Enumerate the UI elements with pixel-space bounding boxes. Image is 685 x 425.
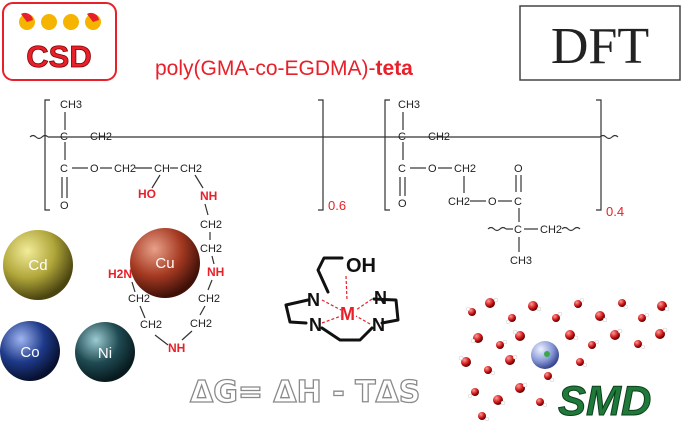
unit2-dbl-oxygen: O — [398, 198, 407, 210]
unit1-bracket-left — [44, 99, 50, 211]
unit1-bracket-right — [318, 99, 324, 211]
complex-n1: N — [307, 290, 320, 310]
unit2-ester-carbon: C — [398, 163, 406, 175]
complex-arm — [316, 256, 344, 294]
teta-nh-3: NH — [168, 341, 185, 355]
metal-ion-cd — [3, 230, 73, 300]
metal-ion-ni-label: Ni — [98, 345, 112, 362]
smd-logo: SMD — [558, 377, 651, 424]
teta-h2n: H2N — [108, 267, 132, 281]
csd-logo: CSD — [2, 2, 117, 81]
teta-ch2-1: CH2 — [200, 219, 222, 231]
dft-logo: DFT — [519, 5, 681, 81]
unit1-methyl: CH3 — [60, 99, 82, 111]
title-suffix: teta — [376, 57, 414, 80]
teta-ch2-2: CH2 — [200, 243, 222, 255]
unit2-branch-ch2: CH2 — [540, 224, 562, 236]
unit1-chain-ch: CH — [154, 163, 170, 175]
dft-logo-frame — [519, 5, 681, 81]
complex-n2: N — [309, 315, 322, 335]
coord-bond-5 — [345, 275, 348, 301]
complex-ring-bottom — [320, 326, 374, 342]
unit1-hydroxyl: HO — [138, 187, 156, 201]
unit2-oxygen: O — [428, 163, 437, 175]
metal-ion-cu — [130, 228, 200, 298]
csd-logo-dots — [19, 12, 101, 30]
coord-bond-4 — [355, 315, 371, 325]
metal-complex: OH N N N N M — [284, 255, 400, 342]
unit1-chain-ch2-1: CH2 — [114, 163, 136, 175]
dft-logo-text: DFT — [551, 18, 649, 75]
unit1-bond-oh — [151, 174, 161, 189]
gibbs-equation: ΔG= ΔH - TΔS — [190, 375, 420, 410]
unit1-dbl-oxygen: O — [60, 200, 69, 212]
complex-oh: OH — [346, 255, 376, 277]
unit2-backbone-ch2: CH2 — [428, 131, 450, 143]
unit2-ester-c: C — [514, 196, 522, 208]
unit2-wavy-branch — [487, 226, 507, 232]
metal-ions: Cd Cu Co Ni — [0, 228, 200, 382]
teta-bond-9 — [139, 305, 146, 319]
teta-bond-7 — [181, 330, 193, 341]
unit1-backbone-ch2: CH2 — [90, 131, 112, 143]
teta-bond-10 — [131, 281, 136, 293]
metal-ion-ni — [75, 322, 135, 382]
unit2-wavy-branch-right — [561, 226, 581, 232]
unit1-oxygen: O — [90, 163, 99, 175]
csd-logo-text: CSD — [26, 39, 91, 74]
teta-ch2-5: CH2 — [140, 319, 162, 331]
solvated-ion-core — [544, 351, 550, 357]
teta-bond-4 — [211, 255, 215, 265]
unit2-methyl: CH3 — [398, 99, 420, 111]
metal-ion-cd-label: Cd — [28, 257, 47, 274]
complex-ring-left — [284, 298, 310, 325]
unit2-branch-ch3: CH3 — [510, 255, 532, 267]
unit1-chain-ch2-2: CH2 — [180, 163, 202, 175]
coord-bond-2 — [321, 315, 342, 324]
water-cluster-illustration — [458, 297, 670, 422]
water-molecules — [458, 297, 670, 422]
unit1-fraction: 0.6 — [328, 198, 346, 213]
teta-nh-1: NH — [200, 189, 217, 203]
metal-ion-co-label: Co — [20, 344, 39, 361]
complex-n4: N — [372, 315, 385, 335]
teta-bond-1 — [194, 174, 204, 189]
unit2-ester-ch2-2: CH2 — [448, 196, 470, 208]
coord-bond-1 — [321, 299, 342, 311]
teta-bond-5 — [207, 279, 213, 291]
teta-nh-2: NH — [207, 265, 224, 279]
title: poly(GMA-co-EGDMA)-teta — [155, 57, 413, 80]
teta-ch2-3: CH2 — [198, 293, 220, 305]
complex-n3: N — [374, 288, 387, 308]
unit1-ester-carbon: C — [60, 163, 68, 175]
wavy-bond-right — [599, 134, 619, 140]
unit2-ester-dbl-o: O — [514, 163, 523, 175]
unit2-branch-c: C — [514, 224, 522, 236]
coord-bond-3 — [355, 298, 373, 311]
title-prefix: poly(GMA-co-EGDMA)- — [155, 57, 376, 80]
teta-ch2-4: CH2 — [190, 318, 212, 330]
unit2-bracket-left — [384, 99, 390, 211]
complex-ring-right — [372, 297, 400, 325]
metal-ion-cu-label: Cu — [155, 255, 174, 272]
teta-bond-6 — [199, 305, 206, 316]
teta-ch2-6: CH2 — [128, 293, 150, 305]
unit2-ester-o: O — [488, 196, 497, 208]
unit2-ester-ch2-1: CH2 — [454, 163, 476, 175]
teta-bond-2 — [204, 203, 209, 216]
polymer-structure: 0.6 CH3 C CH2 C O CH2 CH CH2 HO O NH CH2… — [29, 99, 624, 355]
unit2-fraction: 0.4 — [606, 204, 624, 219]
unit1-carbon: C — [60, 131, 68, 143]
teta-bond-8 — [154, 334, 169, 346]
complex-metal: M — [340, 304, 355, 324]
unit2-bracket-right — [596, 99, 602, 211]
metal-ion-co — [0, 321, 60, 381]
unit2-carbon: C — [398, 131, 406, 143]
